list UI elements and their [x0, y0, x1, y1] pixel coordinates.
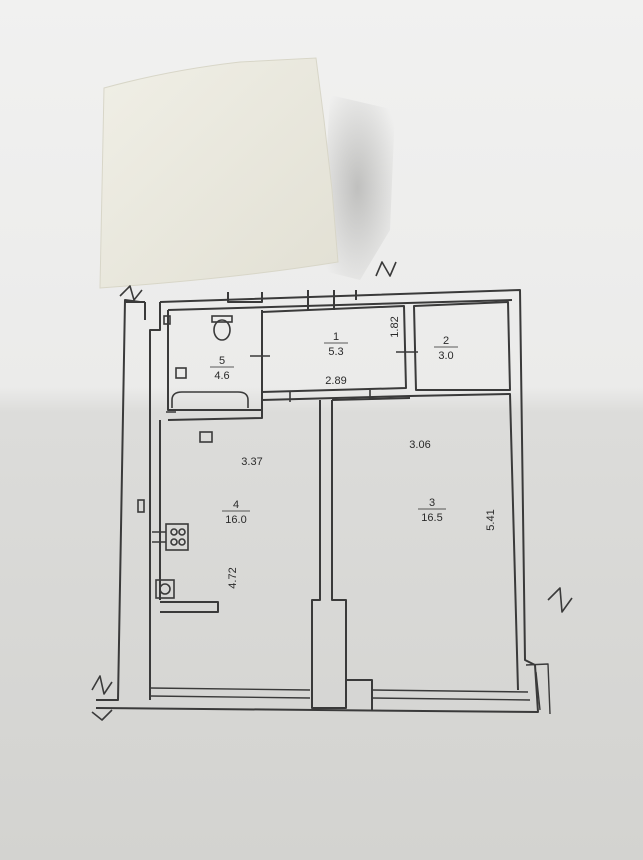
room-labels: 5 4.6 1 5.3 2 3.0 4 16.0 3 16.5: [210, 331, 458, 526]
hall-depth-label: 1.82: [389, 316, 401, 337]
room-2-number: 2: [443, 335, 449, 347]
radiator-icon: [199, 431, 213, 443]
burner-icon: [170, 538, 178, 546]
vent-icon: [163, 315, 171, 325]
room-3-number: 3: [429, 497, 435, 509]
bathtub-icon: [171, 391, 249, 408]
bathroom-sink-icon: [175, 367, 187, 379]
room3-length-label: 5.41: [485, 509, 497, 530]
stove-icon: [165, 523, 189, 551]
room-4-number: 4: [233, 499, 239, 511]
room-2-area: 3.0: [438, 350, 453, 362]
kitchen-width-label: 3.37: [241, 456, 262, 468]
napkin-shadow: [320, 95, 395, 280]
meter-icon: [137, 499, 145, 513]
room-1-area: 5.3: [328, 346, 343, 358]
room3-width-label: 3.06: [409, 439, 430, 451]
toilet-icon: [213, 319, 231, 341]
burner-icon: [170, 528, 178, 536]
room-5-number: 5: [219, 355, 225, 367]
room-4-area: 16.0: [225, 514, 246, 526]
room-3-area: 16.5: [421, 512, 442, 524]
burner-icon: [178, 538, 186, 546]
paper-napkin: [99, 57, 339, 289]
hall-width-label: 2.89: [325, 375, 346, 387]
dimension-labels: 2.89 1.82 3.37 4.72 3.06 5.41: [227, 316, 497, 588]
room-5-area: 4.6: [214, 370, 229, 382]
room-1-number: 1: [333, 331, 339, 343]
kitchen-length-label: 4.72: [227, 567, 239, 588]
kitchen-sink-icon: [155, 579, 175, 599]
toilet-tank-icon: [211, 315, 233, 323]
floor-plan-walls: [91, 261, 573, 721]
kitchen-sink-drain-icon: [159, 583, 171, 595]
floor-plan-fixtures: [137, 315, 418, 599]
burner-icon: [178, 528, 186, 536]
